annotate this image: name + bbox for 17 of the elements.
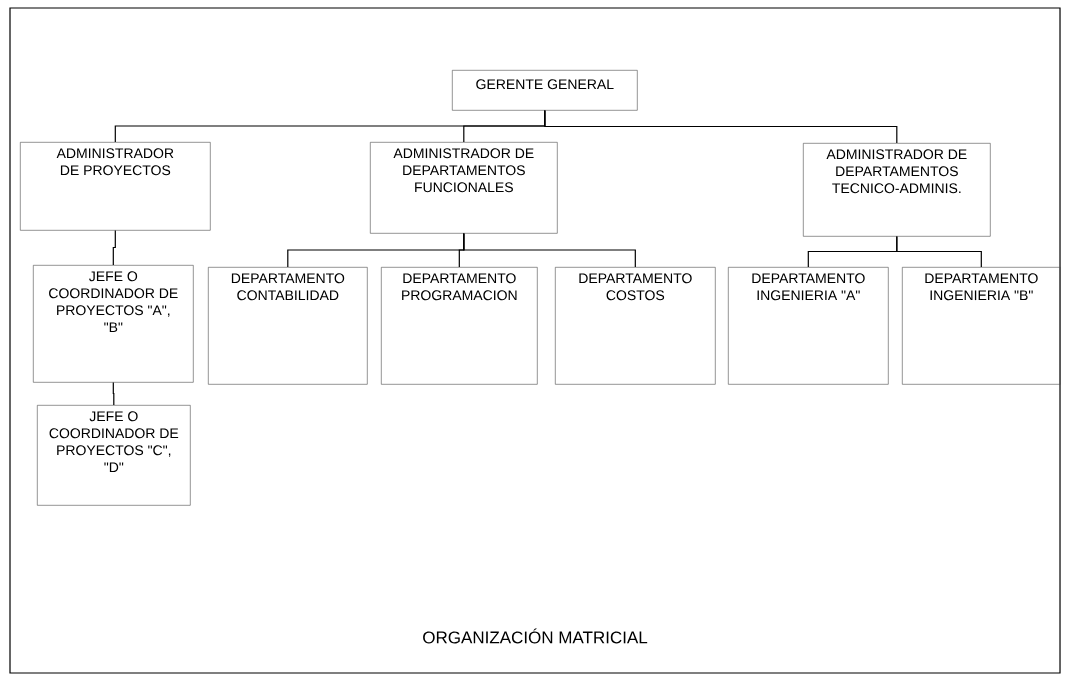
- org-box: ADMINISTRADOR DE DEPARTAMENTOS TECNICO-ADMINIS.: [803, 143, 991, 237]
- connector-line: [544, 110, 898, 144]
- org-box: DEPARTAMENTO COSTOS: [555, 267, 716, 385]
- org-box: ADMINISTRADOR DE DEPARTAMENTOS FUNCIONALES: [370, 142, 558, 234]
- org-box: JEFE O COORDINADOR DE PROYECTOS "A", "B": [33, 265, 194, 383]
- org-box: JEFE O COORDINADOR DE PROYECTOS "C", "D": [37, 405, 191, 506]
- connector-line: [112, 230, 116, 266]
- org-box: GERENTE GENERAL: [452, 70, 638, 111]
- org-box: ADMINISTRADOR DE PROYECTOS: [20, 142, 211, 231]
- connector-line: [112, 382, 115, 406]
- caption: ORGANIZACIÓN MATRICIAL: [423, 628, 648, 644]
- org-box: DEPARTAMENTO PROGRAMACION: [381, 267, 538, 385]
- org-box: DEPARTAMENTO INGENIERIA "B": [902, 267, 1061, 385]
- org-box: DEPARTAMENTO CONTABILIDAD: [208, 267, 368, 385]
- connector-line: [896, 236, 982, 268]
- org-box: DEPARTAMENTO INGENIERIA "A": [728, 267, 889, 385]
- connector-line: [463, 233, 636, 268]
